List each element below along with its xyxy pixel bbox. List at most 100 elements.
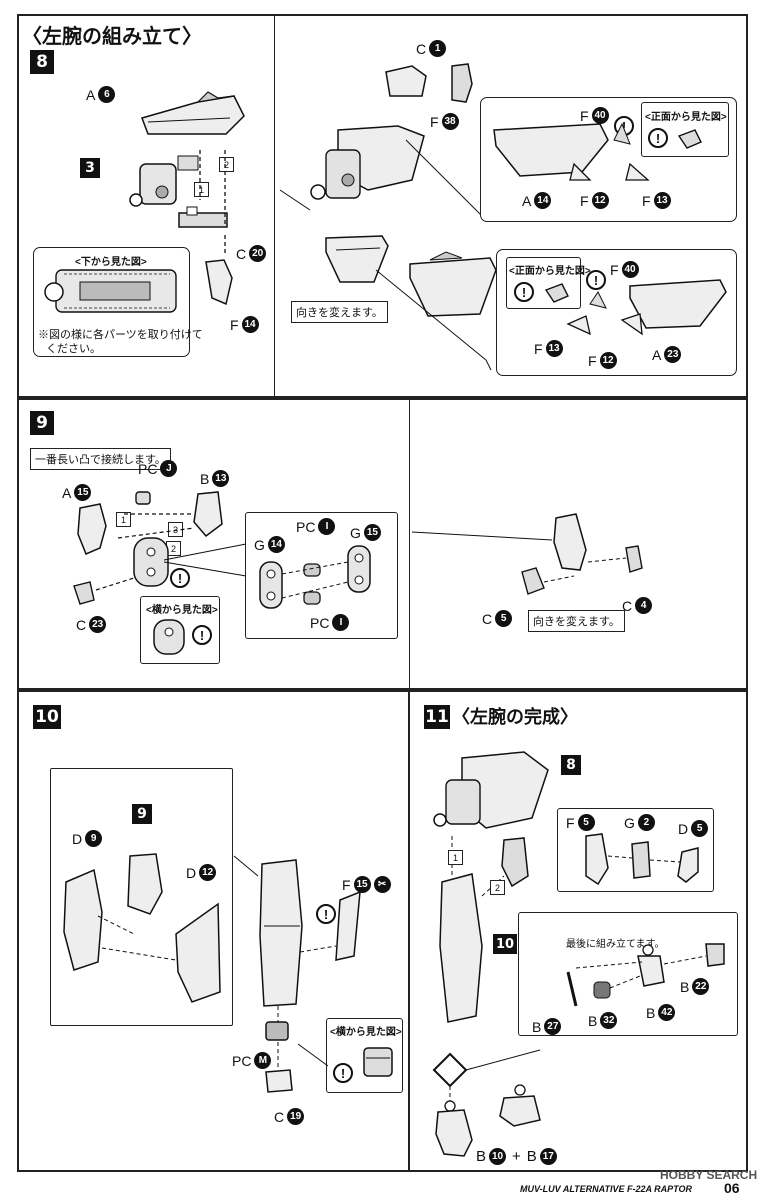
part-f38-drawing (451, 63, 473, 103)
part-f14-drawing (205, 259, 233, 306)
caution-icon: ! (514, 282, 534, 302)
step8-arrows (199, 150, 226, 255)
cover-parts-drawing (585, 833, 699, 886)
step11-upper-assembly (433, 751, 549, 829)
part-a6-drawing (141, 91, 245, 135)
lower-detail-parts (566, 279, 727, 336)
step10-callout-leader (297, 1043, 329, 1067)
order-2: 2 (490, 880, 505, 895)
caution-icon: ! (333, 1063, 353, 1083)
step11-title: 〈左腕の完成〉 (452, 707, 578, 728)
product-name-footer: MUV-LUV ALTERNATIVE F-22A RAPTOR (520, 1184, 693, 1194)
order-1: 1 (194, 182, 209, 197)
front-view-piece-2 (544, 283, 569, 303)
pc-detail-drawing (259, 545, 371, 609)
rotated-part-drawing (409, 251, 497, 317)
step11-number: 11 (424, 705, 450, 729)
part-c1-drawing (385, 65, 427, 97)
step9-divider (409, 398, 410, 690)
upper-detail-parts (493, 122, 650, 181)
step10-substep-9: 9 (132, 804, 152, 824)
joint-assembly-drawing (129, 155, 199, 207)
step8-divider (274, 14, 275, 398)
caution-icon: ! (170, 568, 190, 588)
step11-substep-10: 10 (493, 934, 517, 954)
step9-right-drawing (411, 513, 643, 595)
part-c20-drawing (178, 206, 228, 228)
bottom-view-note-line2: ください。 (46, 343, 101, 355)
bottom-view-header: <下から見た図> (75, 257, 147, 268)
longest-connector-note: 一番長い凸で接続します。 (30, 448, 171, 470)
bottom-view-drawing (44, 269, 177, 313)
order-3: 3 (168, 522, 183, 537)
step10-number: 10 (33, 705, 61, 729)
plus-sign: + (512, 1148, 521, 1165)
order-1: 1 (448, 850, 463, 865)
rotate-note-step9: 向きを変えます。 (528, 610, 625, 632)
bottom-view-note-line1: ※図の様に各パーツを取り付けて (38, 329, 203, 341)
front-view-header-2: <正面から見た図> (509, 266, 591, 277)
last-assembly-note: 最後に組み立てます。 (566, 939, 665, 950)
pc-m-drawing (265, 1006, 293, 1093)
arm-assembly-drawing (310, 125, 425, 200)
step9-parts-drawing (73, 491, 223, 605)
caution-icon: ! (648, 128, 668, 148)
step11-frame (408, 690, 748, 1172)
side-view-piece-step10 (363, 1047, 393, 1077)
caution-icon: ! (316, 904, 336, 924)
step8-substep-3: 3 (80, 158, 100, 178)
side-view-piece-step9 (153, 619, 185, 655)
hand-parts-drawing (566, 943, 725, 1007)
watermark: HOBBY SEARCH (660, 1168, 758, 1182)
side-view-header-step10: <横から見た図> (330, 1027, 402, 1038)
step9-frame (17, 398, 748, 690)
step8-number: 8 (30, 50, 54, 74)
order-2: 2 (219, 157, 234, 172)
front-view-header-1: <正面から見た図> (645, 112, 727, 123)
caution-icon: ! (192, 625, 212, 645)
page-number: 06 (724, 1180, 740, 1196)
rotate-note-step8: 向きを変えます。 (291, 301, 388, 323)
section-title: 〈左腕の組み立て〉 (22, 24, 202, 48)
caution-icon: ! (586, 270, 606, 290)
side-view-header-step9: <横から見た図> (146, 605, 218, 616)
step8-frame (17, 14, 748, 398)
part-lower-drawing (325, 235, 389, 283)
step11-mid-drawing (439, 836, 529, 1023)
order-1: 1 (116, 512, 131, 527)
step8-right-leaders (279, 139, 492, 371)
pc-callout-leaders (163, 543, 247, 577)
